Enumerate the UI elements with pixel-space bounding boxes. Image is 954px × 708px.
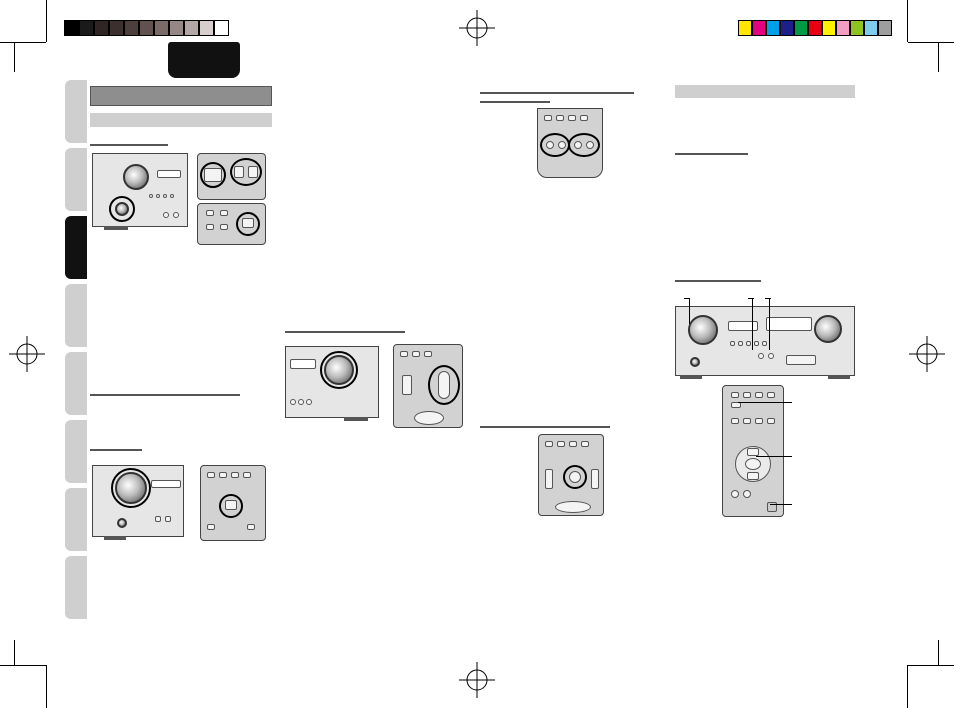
chapter-tab[interactable] xyxy=(65,148,87,211)
callout-line xyxy=(765,298,771,299)
receiver-front-figure xyxy=(285,346,379,418)
chapter-tab[interactable] xyxy=(65,352,87,415)
panel-foot xyxy=(104,536,126,540)
remote-full-figure xyxy=(722,385,784,517)
panel-foot xyxy=(828,375,850,379)
chapter-tab-active[interactable] xyxy=(65,216,87,279)
heading-rule xyxy=(285,331,405,333)
remote-volume-figure xyxy=(393,344,463,428)
receiver-full-figure xyxy=(675,306,855,376)
heading-rule xyxy=(480,426,610,428)
receiver-front-figure xyxy=(92,465,184,537)
highlight-circle xyxy=(428,365,460,405)
source-knob[interactable] xyxy=(123,164,149,190)
highlight-circle xyxy=(568,133,600,157)
highlight-circle xyxy=(111,468,151,508)
panel-foot xyxy=(680,375,702,379)
remote-input-figure xyxy=(197,153,266,200)
subsection-header-bar xyxy=(90,113,272,127)
chapter-tab[interactable] xyxy=(65,488,87,551)
callout-line xyxy=(748,298,754,299)
callout-line xyxy=(769,298,770,350)
remote-detail-figure xyxy=(200,465,266,541)
heading-rule xyxy=(675,280,761,282)
remote-mute-figure xyxy=(538,434,604,516)
panel-foot xyxy=(104,226,128,230)
highlight-circle xyxy=(200,162,226,188)
heading-rule xyxy=(90,394,240,396)
source-knob[interactable] xyxy=(688,315,718,345)
record-button[interactable] xyxy=(758,353,764,359)
enter-button[interactable] xyxy=(745,458,761,470)
highlight-circle xyxy=(236,212,260,236)
section-header-bar xyxy=(90,86,272,106)
highlight-circle xyxy=(109,196,135,222)
highlight-circle xyxy=(563,465,587,489)
page-badge xyxy=(168,42,240,78)
callout-line xyxy=(738,402,792,403)
chapter-tab[interactable] xyxy=(65,556,87,619)
heading-rule xyxy=(90,449,142,451)
volume-knob[interactable] xyxy=(814,315,842,343)
highlight-circle xyxy=(219,494,243,518)
chapter-tab[interactable] xyxy=(65,420,87,483)
callout-line xyxy=(770,504,792,505)
callout-line xyxy=(756,456,792,457)
panel-foot xyxy=(344,417,368,421)
heading-rule xyxy=(90,144,168,146)
section-header-bar xyxy=(675,85,855,98)
chapter-tab[interactable] xyxy=(65,284,87,347)
heading-rule xyxy=(480,92,634,94)
chapter-tab[interactable] xyxy=(65,80,87,143)
remote-tone-figure xyxy=(537,108,603,178)
setup-button[interactable] xyxy=(731,402,741,408)
up-arrow-button[interactable] xyxy=(747,448,759,456)
down-arrow-button[interactable] xyxy=(747,472,759,480)
remote-menu-figure xyxy=(197,203,266,245)
callout-line xyxy=(752,298,753,350)
highlight-circle xyxy=(320,351,358,389)
receiver-front-figure xyxy=(92,153,188,227)
highlight-circle xyxy=(230,158,262,186)
record-button[interactable] xyxy=(767,502,777,512)
callout-line xyxy=(684,298,690,299)
highlight-circle xyxy=(540,133,570,157)
callout-line xyxy=(689,298,690,324)
heading-rule xyxy=(480,101,550,103)
heading-rule xyxy=(675,153,748,155)
